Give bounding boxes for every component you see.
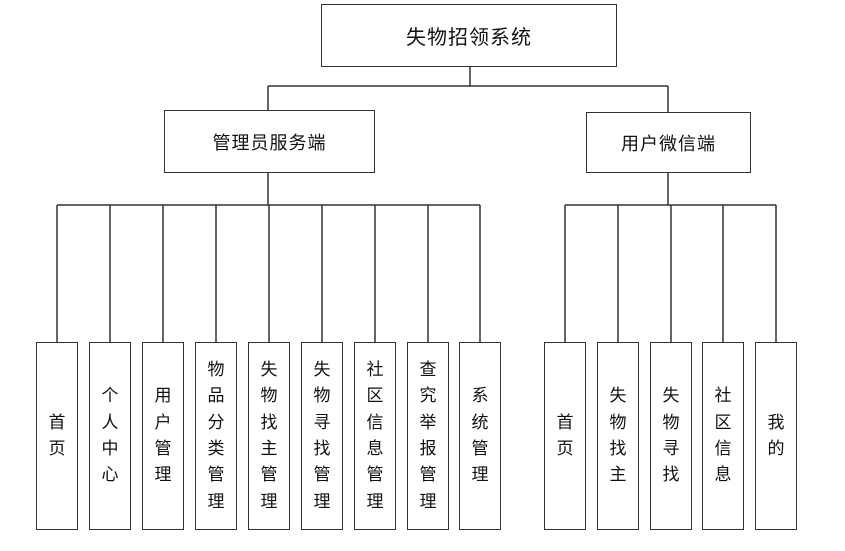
wechat-leaf-node: 失物找主 xyxy=(597,342,639,530)
leaf-node-label: 系统管理 xyxy=(471,386,489,486)
leaf-node-label: 失物寻找 xyxy=(662,386,680,486)
branch-node-wechat: 用户微信端 xyxy=(586,112,751,173)
leaf-node-label: 失物找主管理 xyxy=(260,359,278,512)
leaf-node-label: 物品分类管理 xyxy=(207,359,225,512)
wechat-leaf-node: 社区信息 xyxy=(702,342,744,530)
branch-node-admin-label: 管理员服务端 xyxy=(212,132,327,154)
admin-leaf-node: 物品分类管理 xyxy=(195,342,237,530)
admin-leaf-node: 失物找主管理 xyxy=(248,342,290,530)
wechat-leaf-node: 我的 xyxy=(755,342,797,530)
leaf-node-label: 社区信息 xyxy=(714,386,732,486)
wechat-leaf-node: 失物寻找 xyxy=(650,342,692,530)
leaf-node-label: 查究举报管理 xyxy=(419,359,437,512)
leaf-node-label: 我的 xyxy=(767,412,785,459)
leaf-node-label: 社区信息管理 xyxy=(366,359,384,512)
leaf-node-label: 个人中心 xyxy=(101,386,119,486)
admin-leaf-node: 失物寻找管理 xyxy=(301,342,343,530)
leaf-node-label: 首页 xyxy=(48,412,66,459)
root-node: 失物招领系统 xyxy=(321,4,617,67)
leaf-node-label: 失物找主 xyxy=(609,386,627,486)
admin-leaf-node: 首页 xyxy=(36,342,78,530)
branch-node-wechat-label: 用户微信端 xyxy=(621,133,716,155)
wechat-leaf-node: 首页 xyxy=(544,342,586,530)
leaf-node-label: 首页 xyxy=(556,412,574,459)
leaf-node-label: 用户管理 xyxy=(154,386,172,486)
admin-leaf-node: 个人中心 xyxy=(89,342,131,530)
admin-leaf-node: 社区信息管理 xyxy=(354,342,396,530)
branch-node-admin: 管理员服务端 xyxy=(164,110,375,173)
admin-leaf-node: 查究举报管理 xyxy=(407,342,449,530)
admin-leaf-node: 用户管理 xyxy=(142,342,184,530)
root-node-label: 失物招领系统 xyxy=(406,25,532,49)
admin-leaf-node: 系统管理 xyxy=(459,342,501,530)
leaf-node-label: 失物寻找管理 xyxy=(313,359,331,512)
